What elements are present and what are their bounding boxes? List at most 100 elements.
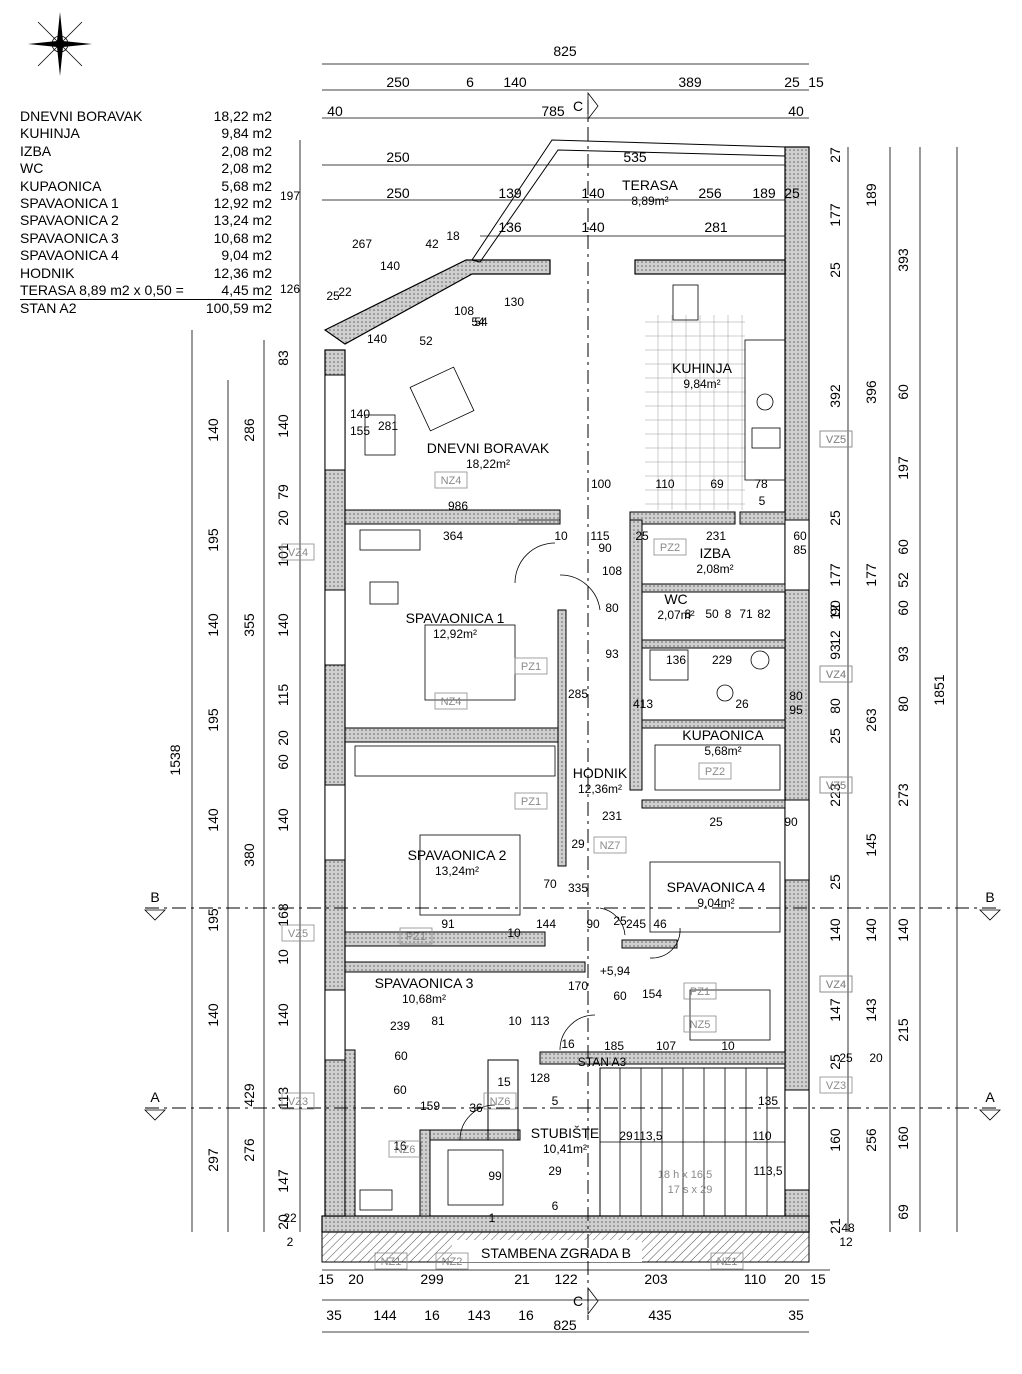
legend-room-area: 4,45 m2 (221, 282, 272, 299)
opening-tag: VZ3 (826, 1080, 846, 1092)
room-area-wc: 2,07m² (657, 608, 694, 622)
dim-top-row5: 281 (704, 219, 728, 235)
dim-right-mid: 145 (863, 833, 879, 857)
dim-right-outer: 60 (895, 539, 911, 555)
dim-left-mid: 286 (241, 418, 257, 442)
dim-bottom-row1: 20 (784, 1271, 800, 1287)
dim-interior: 10 (721, 1039, 735, 1053)
dim-interior: 185 (604, 1039, 624, 1053)
dim-interior: 144 (536, 917, 556, 931)
dim-right-mid: 256 (863, 1128, 879, 1152)
opening-tag: NZ1 (717, 1256, 738, 1268)
legend-room-name: SPAVAONICA 3 (20, 229, 119, 246)
dim-top-row3: 535 (623, 149, 647, 165)
dim-top-row3: 250 (386, 149, 410, 165)
north-arrow-icon (28, 12, 92, 76)
dim-interior: 413 (633, 697, 653, 711)
dimension-lines (191, 63, 958, 1333)
dim-interior: 29 (571, 837, 585, 851)
dim-right-outer: 60 (895, 384, 911, 400)
dim-right-mid: 396 (863, 380, 879, 404)
dim-left-outer: 140 (205, 1003, 221, 1027)
room-name-spav3: SPAVAONICA 3 (375, 975, 474, 991)
legend-room-name: WC (20, 160, 44, 177)
dim-interior: 26 (735, 697, 749, 711)
dim-interior: 82 (757, 607, 771, 621)
dim-bottom-row2: 143 (467, 1307, 491, 1323)
dim-interior: 78 (754, 477, 768, 491)
room-area-spav2: 13,24m² (435, 864, 479, 878)
dim-interior: 170 (568, 979, 588, 993)
dim-interior: 2 (287, 1235, 294, 1249)
legend-room-name: SPAVAONICA 4 (20, 247, 119, 264)
opening-tag: VZ4 (826, 669, 846, 681)
dim-interior: 12 (839, 1235, 853, 1249)
dim-interior: 10 (507, 926, 521, 940)
dim-right-total: 1851 (931, 674, 947, 705)
section-a-left: A (150, 1089, 160, 1105)
dim-left-inner: 20 (275, 510, 291, 526)
room-area-hodnik: 12,36m² (578, 782, 622, 796)
dim-left-inner: 113 (275, 1087, 291, 1110)
dim-interior: 50 (705, 607, 719, 621)
dim-right-inner: 160 (827, 1128, 843, 1152)
dim-right-outer: 393 (895, 248, 911, 272)
section-c-top: C (573, 98, 583, 114)
dim-left-inner: 115 (275, 684, 291, 707)
dim-interior: 364 (443, 529, 463, 543)
opening-tag: VZ4 (288, 547, 308, 559)
dim-left-inner: 101 (275, 543, 291, 567)
dim-left-inner: 140 (275, 1003, 291, 1027)
dim-left-outer: 140 (205, 808, 221, 832)
dim-left-mid: 276 (241, 1138, 257, 1162)
dim-interior: 85 (793, 543, 807, 557)
opening-tag: NZ4 (441, 475, 462, 487)
dim-top-row2: 785 (541, 103, 565, 119)
opening-tag-box (281, 543, 315, 561)
dim-left-inner: 168 (275, 903, 291, 927)
opening-tag-box (698, 762, 732, 780)
dim-bottom-total: 825 (553, 1317, 577, 1333)
room-area-terasa: 8,89m² (631, 194, 668, 208)
dim-right-inner: 177 (827, 563, 843, 587)
dim-bottom-row1: 21 (514, 1271, 530, 1287)
dim-left-inner: 140 (275, 414, 291, 438)
dim-interior: 113,5 (633, 1129, 662, 1143)
dim-right-outer: 52 (895, 572, 911, 588)
dim-interior: 5 (759, 494, 766, 508)
dim-bottom-row1: 299 (420, 1271, 444, 1287)
opening-tag-box (514, 657, 548, 675)
dim-interior: 52 (419, 334, 433, 348)
opening-tag-box (374, 1252, 408, 1270)
dim-interior: 130 (504, 295, 524, 309)
room-area-stubiste: 10,41m² (543, 1142, 587, 1156)
dim-interior: 135 (758, 1094, 778, 1108)
dim-interior: 239 (390, 1019, 410, 1033)
opening-tag-box (399, 927, 433, 945)
room-name-spav1: SPAVAONICA 1 (406, 610, 505, 626)
dim-interior: 155 (350, 424, 370, 438)
legend-row: TERASA 8,89 m2 x 0,50 =4,45 m2 (20, 282, 272, 299)
dim-interior: 25 (839, 1051, 853, 1065)
dim-top-row4: 25 (784, 185, 800, 201)
dim-right-outer: 140 (895, 918, 911, 942)
opening-tag-box (819, 776, 853, 794)
dim-left-inner: 140 (275, 808, 291, 832)
opening-tag-box (434, 471, 468, 489)
dim-right-outer: 69 (895, 1204, 911, 1220)
dim-interior: 42 (425, 237, 439, 251)
dim-top-row4: 140 (581, 185, 605, 201)
dim-right-inner: 177 (827, 203, 843, 227)
dim-interior: 10 (554, 529, 568, 543)
dim-interior: 140 (367, 332, 387, 346)
dim-left-total: 1538 (167, 744, 183, 775)
dim-interior: 46 (653, 917, 667, 931)
dim-right-inner: 25 (827, 510, 843, 526)
dim-bottom-row2: 16 (518, 1307, 534, 1323)
opening-tag: NZ2 (442, 1256, 463, 1268)
